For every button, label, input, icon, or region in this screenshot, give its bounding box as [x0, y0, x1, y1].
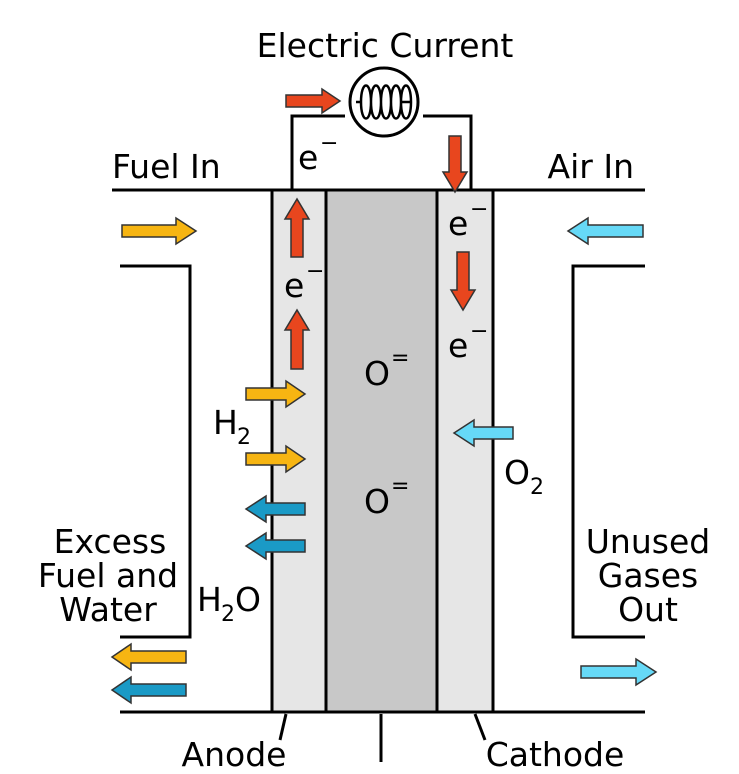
svg-text:=: =: [391, 474, 409, 499]
svg-text:O: O: [364, 482, 390, 521]
svg-text:−: −: [470, 197, 488, 222]
fuel-in-label: Fuel In: [112, 147, 221, 186]
unused-gases-label-line2: Gases: [598, 556, 698, 595]
anode-chamber-wall: [120, 264, 192, 639]
unused-gases-label-line3: Out: [618, 590, 678, 629]
hydrogen-arrow-2: [245, 444, 307, 474]
electron-label-cathode-2: e −: [448, 319, 488, 365]
electron-label-cathode-1: e −: [448, 197, 488, 243]
electron-arrow-down-top: [441, 135, 469, 194]
unused-gases-label-line1: Unused: [586, 522, 710, 561]
electron-arrow-up-1: [283, 197, 311, 258]
oxygen-label: O 2: [504, 453, 544, 500]
air-in-label: Air In: [548, 147, 634, 186]
external-circuit-wire: [290, 114, 345, 190]
electron-arrow-circuit: [285, 87, 342, 115]
water-arrow-1: [244, 494, 306, 524]
svg-text:2: 2: [221, 602, 235, 627]
electron-arrow-down-cathode: [449, 251, 477, 312]
electric-current-label: Electric Current: [257, 26, 514, 65]
svg-text:H: H: [213, 403, 238, 442]
svg-text:O: O: [364, 354, 390, 393]
electron-label-circuit: e −: [298, 131, 338, 177]
anode-leader: [278, 713, 288, 741]
cathode-label: Cathode: [486, 735, 625, 774]
excess-fuel-label-line2: Fuel and: [38, 556, 178, 595]
oxide-ion-label-1: O =: [364, 346, 409, 393]
svg-text:e: e: [448, 204, 468, 243]
oxide-ion-label-2: O =: [364, 474, 409, 521]
svg-text:2: 2: [237, 425, 251, 450]
svg-text:O: O: [504, 453, 530, 492]
anode-electrode: [270, 188, 328, 714]
oxygen-arrow: [452, 418, 514, 448]
water-label: H 2 O: [197, 580, 261, 627]
electron-label-anode: e −: [284, 259, 324, 305]
electrolyte: [324, 188, 439, 714]
svg-text:O: O: [235, 580, 261, 619]
svg-text:e: e: [298, 138, 318, 177]
svg-text:=: =: [391, 346, 409, 371]
svg-text:2: 2: [530, 475, 544, 500]
anode-label: Anode: [182, 735, 287, 774]
electron-arrow-up-2: [283, 308, 311, 370]
fuel-in-arrow: [121, 216, 198, 246]
cathode-chamber-wall: [571, 264, 645, 639]
excess-fuel-label-line1: Excess: [54, 522, 167, 561]
excess-fuel-label-line3: Water: [59, 590, 157, 629]
svg-text:−: −: [306, 259, 324, 284]
cathode-leader: [473, 713, 487, 741]
water-out-arrow: [110, 675, 187, 705]
excess-fuel-out-arrow: [110, 642, 187, 672]
svg-text:−: −: [320, 131, 338, 156]
svg-text:H: H: [197, 580, 222, 619]
air-in-arrow: [566, 216, 644, 246]
svg-text:−: −: [470, 319, 488, 344]
lightbulb-icon: [348, 66, 420, 138]
hydrogen-label: H 2: [213, 403, 251, 450]
svg-text:e: e: [284, 266, 304, 305]
external-circuit-wire-right: [423, 114, 473, 190]
water-arrow-2: [244, 531, 306, 561]
hydrogen-arrow-1: [245, 379, 307, 409]
unused-gases-out-arrow: [580, 657, 658, 687]
svg-text:e: e: [448, 326, 468, 365]
